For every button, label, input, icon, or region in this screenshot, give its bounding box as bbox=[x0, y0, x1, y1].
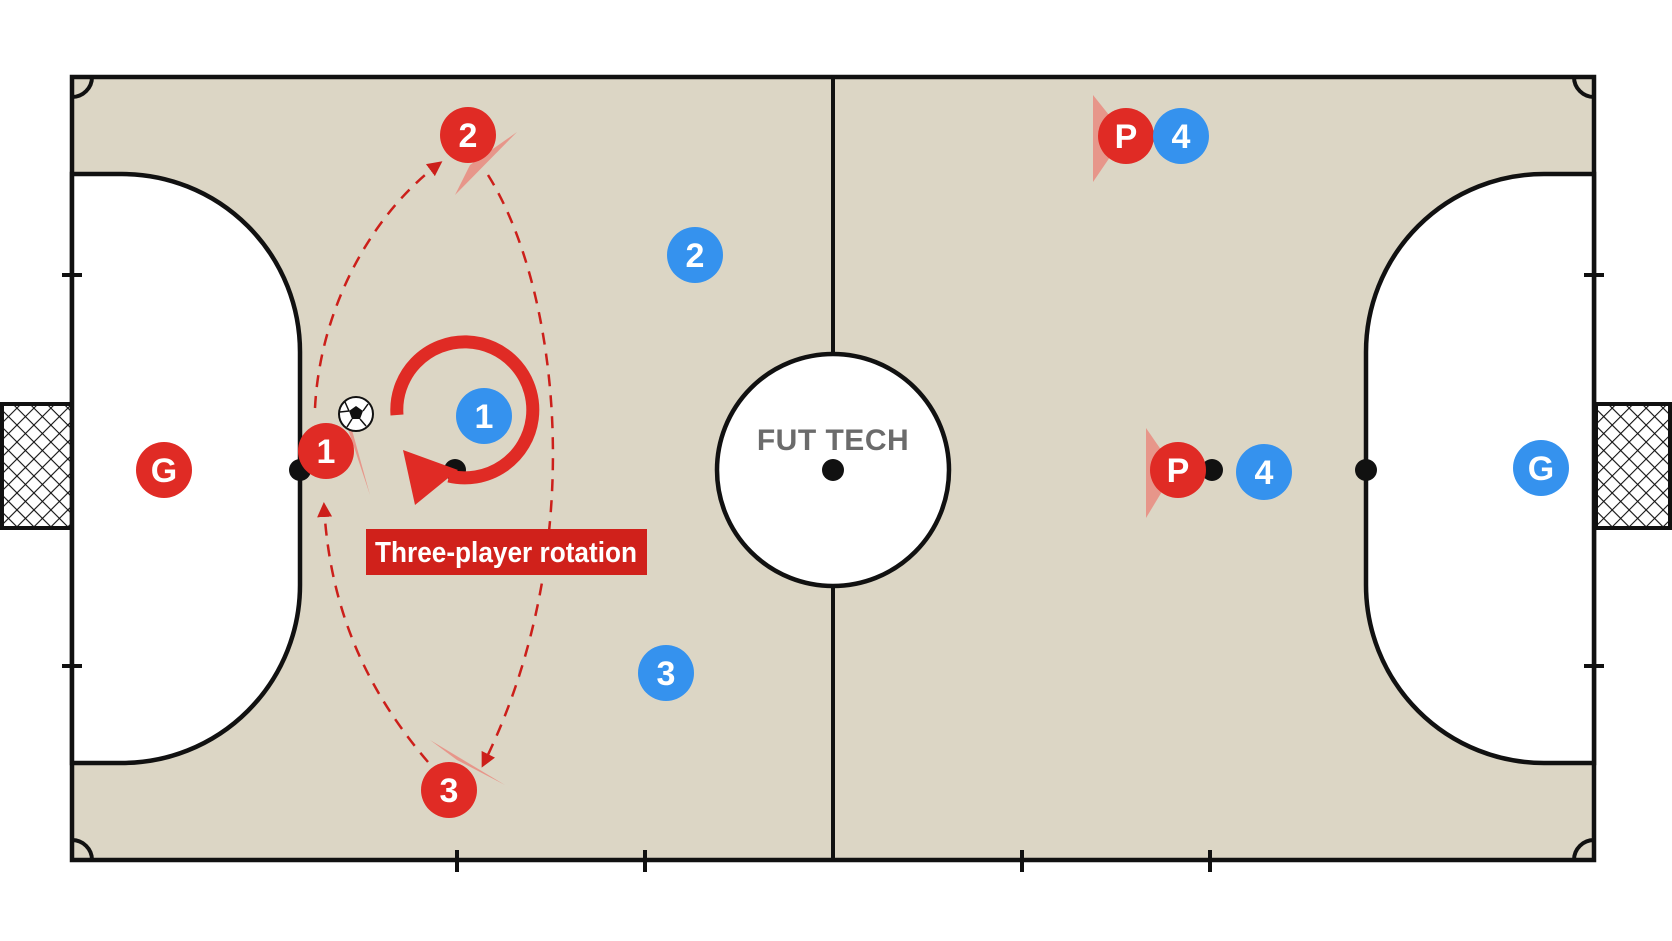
rotation-arrow-icon bbox=[390, 335, 540, 505]
svg-text:1: 1 bbox=[475, 398, 494, 436]
svg-text:3: 3 bbox=[440, 772, 459, 810]
blue-player-4-center: 4 bbox=[1236, 444, 1292, 500]
penalty-spot bbox=[1355, 459, 1377, 481]
blue-player-1: 1 bbox=[456, 388, 512, 444]
red-player-goalkeeper: G bbox=[136, 442, 192, 498]
line-ticks bbox=[62, 273, 1604, 872]
second-penalty-spot bbox=[1201, 459, 1223, 481]
red-player-pivot-center: P bbox=[1150, 442, 1206, 498]
soccer-ball-icon bbox=[338, 396, 374, 432]
svg-text:4: 4 bbox=[1172, 118, 1191, 156]
red-player-1: 1 bbox=[298, 423, 354, 479]
svg-text:P: P bbox=[1115, 118, 1138, 156]
right-goal-net-icon bbox=[1594, 402, 1672, 530]
blue-player-2: 2 bbox=[667, 227, 723, 283]
caption-label: Three-player rotation bbox=[375, 537, 637, 569]
red-player-3: 3 bbox=[421, 762, 477, 818]
svg-text:1: 1 bbox=[317, 433, 336, 471]
caption-badge: Three-player rotation bbox=[366, 529, 647, 575]
svg-text:G: G bbox=[151, 452, 177, 490]
svg-text:2: 2 bbox=[459, 117, 478, 155]
svg-text:P: P bbox=[1167, 452, 1190, 490]
left-goal-net-icon bbox=[0, 402, 74, 530]
svg-text:4: 4 bbox=[1255, 454, 1274, 492]
corner-arc bbox=[71, 76, 94, 99]
corner-arc bbox=[1572, 838, 1595, 861]
red-player-pivot-top: P bbox=[1098, 108, 1154, 164]
center-spot bbox=[822, 459, 844, 481]
right-penalty-area bbox=[1363, 171, 1597, 766]
blue-player-4-top: 4 bbox=[1153, 108, 1209, 164]
blue-player-3: 3 bbox=[638, 645, 694, 701]
corner-arc bbox=[1572, 76, 1595, 99]
red-player-2: 2 bbox=[440, 107, 496, 163]
corner-arc bbox=[71, 838, 94, 861]
svg-text:G: G bbox=[1528, 450, 1554, 488]
blue-player-goalkeeper: G bbox=[1513, 440, 1569, 496]
brand-label: FUT TECH bbox=[757, 424, 909, 457]
svg-text:3: 3 bbox=[657, 655, 676, 693]
svg-text:2: 2 bbox=[686, 237, 705, 275]
rotation-paths bbox=[313, 161, 555, 768]
